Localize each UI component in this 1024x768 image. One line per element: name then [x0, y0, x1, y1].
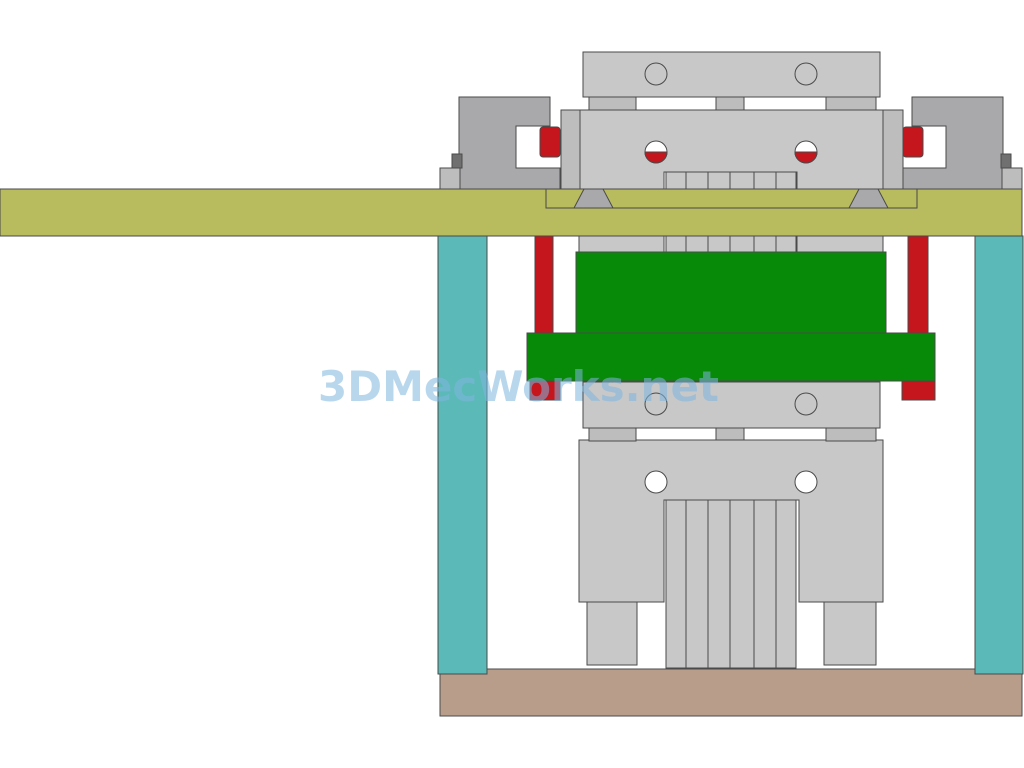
left-bolt-head: [539, 126, 561, 158]
actuator-body: [665, 499, 797, 669]
lower-right-cylinder: [823, 599, 877, 666]
base-plate: [439, 668, 1023, 717]
lower-left-cylinder: [586, 599, 638, 666]
left-post: [437, 235, 488, 675]
top-cap: [582, 51, 881, 98]
right-post: [974, 235, 1024, 675]
right-bolt-head: [902, 126, 924, 158]
press-lower-plate: [526, 332, 936, 382]
lower-clamp-hole-left: [644, 470, 668, 494]
lower-clamp-hole-right: [794, 470, 818, 494]
press-upper-block: [575, 251, 887, 334]
middle-plate: [582, 381, 881, 429]
top-plate: [0, 188, 1023, 237]
